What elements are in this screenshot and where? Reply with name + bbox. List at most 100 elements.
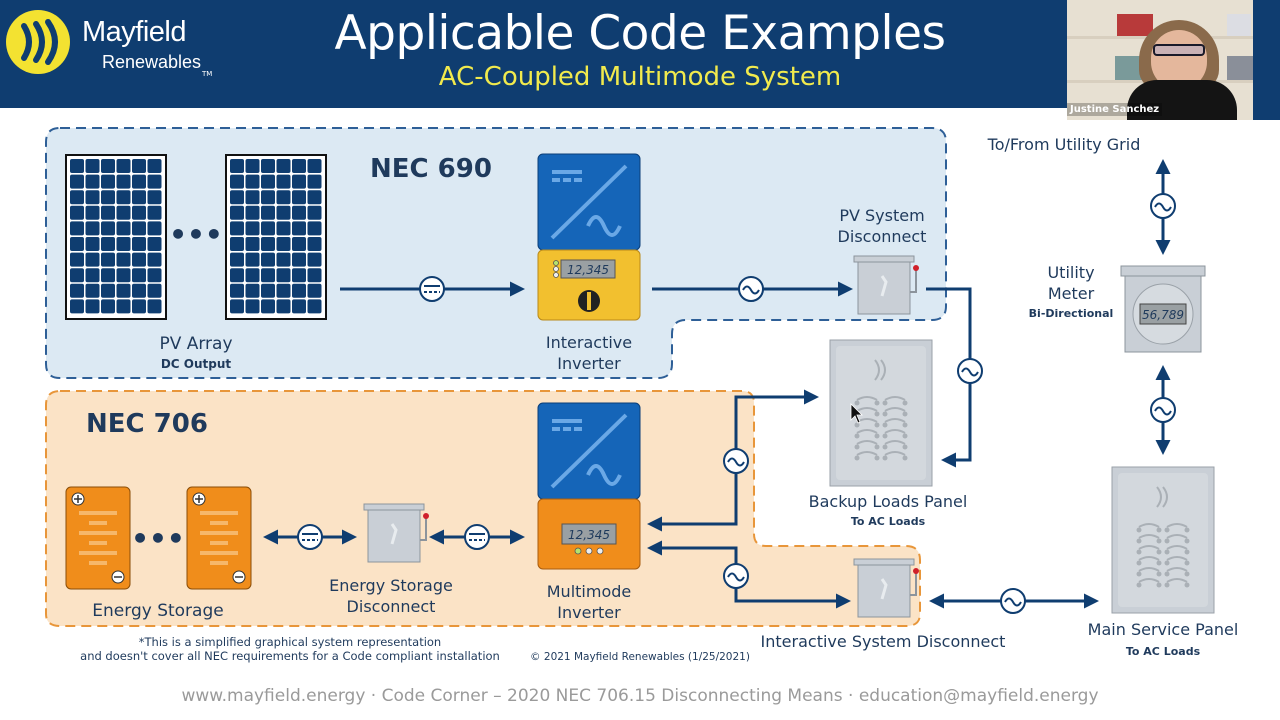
pv-cell <box>147 190 162 205</box>
pv-cell <box>101 174 115 189</box>
interactive-inverter-label-1: Interactive <box>546 333 632 352</box>
pv-cell <box>230 283 244 298</box>
pv-cell <box>292 205 306 220</box>
pv-cell <box>116 237 131 251</box>
pv-cell <box>70 190 84 205</box>
pv-cell <box>147 174 162 189</box>
pv-cell <box>307 237 322 251</box>
pv-system-disconnect <box>853 255 919 315</box>
pv-array-label: PV Array <box>159 334 232 354</box>
pv-cell <box>116 190 131 205</box>
pv-cell <box>116 221 131 236</box>
pv-cell <box>85 237 100 251</box>
pv-cell <box>132 190 146 205</box>
pv-cell <box>147 268 162 283</box>
pv-cell <box>85 299 100 314</box>
pv-cell <box>245 268 260 283</box>
pv-cell <box>276 174 291 189</box>
pv-cell <box>245 299 260 314</box>
pv-cell <box>70 252 84 267</box>
multimode-display: 12,345 <box>568 528 610 542</box>
pv-cell <box>276 221 291 236</box>
pv-cell <box>101 205 115 220</box>
pv-cell <box>261 299 275 314</box>
glasses <box>1153 44 1205 56</box>
pv-cell <box>147 283 162 298</box>
pv-cell <box>292 221 306 236</box>
pv-cell <box>276 252 291 267</box>
pv-cell <box>261 174 275 189</box>
pv-cell <box>101 283 115 298</box>
main-panel-label: Main Service Panel <box>1088 620 1239 639</box>
ac-symbol-icon <box>723 448 749 474</box>
pv-cell <box>132 252 146 267</box>
books <box>1227 56 1253 80</box>
pv-cell <box>230 299 244 314</box>
slide-title: Applicable Code Examples <box>334 6 946 61</box>
utility-meter-label-2: Meter <box>1048 284 1095 303</box>
pv-cell <box>261 221 275 236</box>
pv-cell <box>85 268 100 283</box>
pv-cell <box>292 252 306 267</box>
pv-cell <box>245 237 260 251</box>
pv-cell <box>116 174 131 189</box>
pv-cell <box>70 159 84 173</box>
participant-name: Justine Sanchez <box>1067 103 1163 116</box>
pv-cell <box>276 237 291 251</box>
multimode-inverter <box>537 402 641 570</box>
pv-cell <box>116 205 131 220</box>
pv-cell <box>292 159 306 173</box>
pv-cell <box>276 205 291 220</box>
pv-cell <box>230 190 244 205</box>
books <box>1227 14 1251 36</box>
pv-cell <box>292 268 306 283</box>
interactive-disconnect-label: Interactive System Disconnect <box>761 632 1006 651</box>
pv-cell <box>147 237 162 251</box>
ac-symbol-icon <box>1000 588 1026 614</box>
pv-panel-2 <box>225 154 327 320</box>
main-panel-sublabel: To AC Loads <box>1126 645 1201 658</box>
es-disconnect-label-2: Disconnect <box>347 597 436 616</box>
backup-loads-panel <box>829 339 933 487</box>
pv-cell <box>147 205 162 220</box>
ac-symbol-icon <box>957 358 983 384</box>
utility-grid-label: To/From Utility Grid <box>987 135 1141 154</box>
pv-cell <box>147 252 162 267</box>
multimode-inverter-label-1: Multimode <box>547 582 631 601</box>
pv-cell <box>230 268 244 283</box>
brand-name: Mayfield <box>82 16 187 48</box>
pv-cell <box>261 159 275 173</box>
pv-cell <box>132 237 146 251</box>
pv-cell <box>245 205 260 220</box>
webcam-video[interactable]: Justine Sanchez <box>1067 0 1253 120</box>
pv-cell <box>70 221 84 236</box>
pv-cell <box>132 159 146 173</box>
pv-panel-1 <box>65 154 167 320</box>
dc-symbol-icon <box>419 276 445 302</box>
pv-cell <box>230 205 244 220</box>
pv-cell <box>276 268 291 283</box>
pv-cell <box>307 283 322 298</box>
utility-meter-label-1: Utility <box>1047 263 1094 282</box>
pv-cell <box>245 190 260 205</box>
pv-cell <box>230 159 244 173</box>
ac-symbol-icon <box>1150 193 1176 219</box>
mouse-cursor-icon <box>850 403 863 424</box>
pv-cell <box>307 221 322 236</box>
pv-cell <box>245 283 260 298</box>
pv-cell <box>101 221 115 236</box>
pv-cell <box>85 159 100 173</box>
pv-cell <box>276 159 291 173</box>
pv-cell <box>307 174 322 189</box>
pv-cell <box>230 221 244 236</box>
pv-cell <box>101 299 115 314</box>
pv-cell <box>101 252 115 267</box>
pv-cell <box>116 268 131 283</box>
pv-cell <box>147 299 162 314</box>
pv-cell <box>292 174 306 189</box>
pv-array-sublabel: DC Output <box>161 357 232 371</box>
es-disconnect-label-1: Energy Storage <box>329 576 453 595</box>
utility-meter <box>1120 265 1206 353</box>
pv-cell <box>292 283 306 298</box>
pv-ellipsis: ••• <box>169 218 223 251</box>
